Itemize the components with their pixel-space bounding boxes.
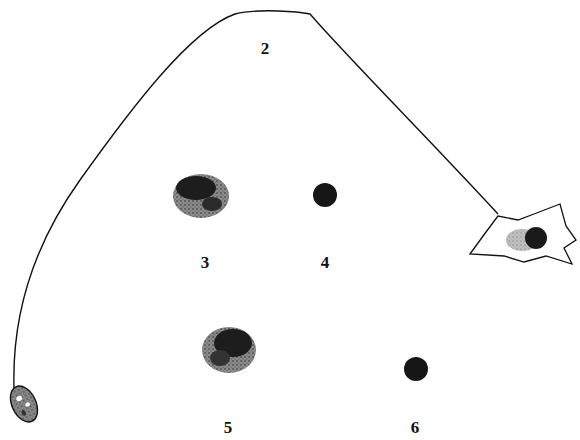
- callout-number: 4: [321, 254, 330, 271]
- callout-number: 2: [261, 40, 270, 57]
- callout-number: 5: [224, 419, 233, 436]
- callout-number: 6: [411, 419, 420, 436]
- oval-cell: [5, 382, 43, 427]
- nucleus-5: [202, 327, 256, 373]
- stellate-cell: [470, 204, 576, 264]
- callout-number: 3: [201, 254, 210, 271]
- nucleus-4: [313, 183, 337, 207]
- nucleus-3: [173, 174, 229, 218]
- nucleus-6: [404, 357, 428, 381]
- fibre-line: [14, 11, 498, 388]
